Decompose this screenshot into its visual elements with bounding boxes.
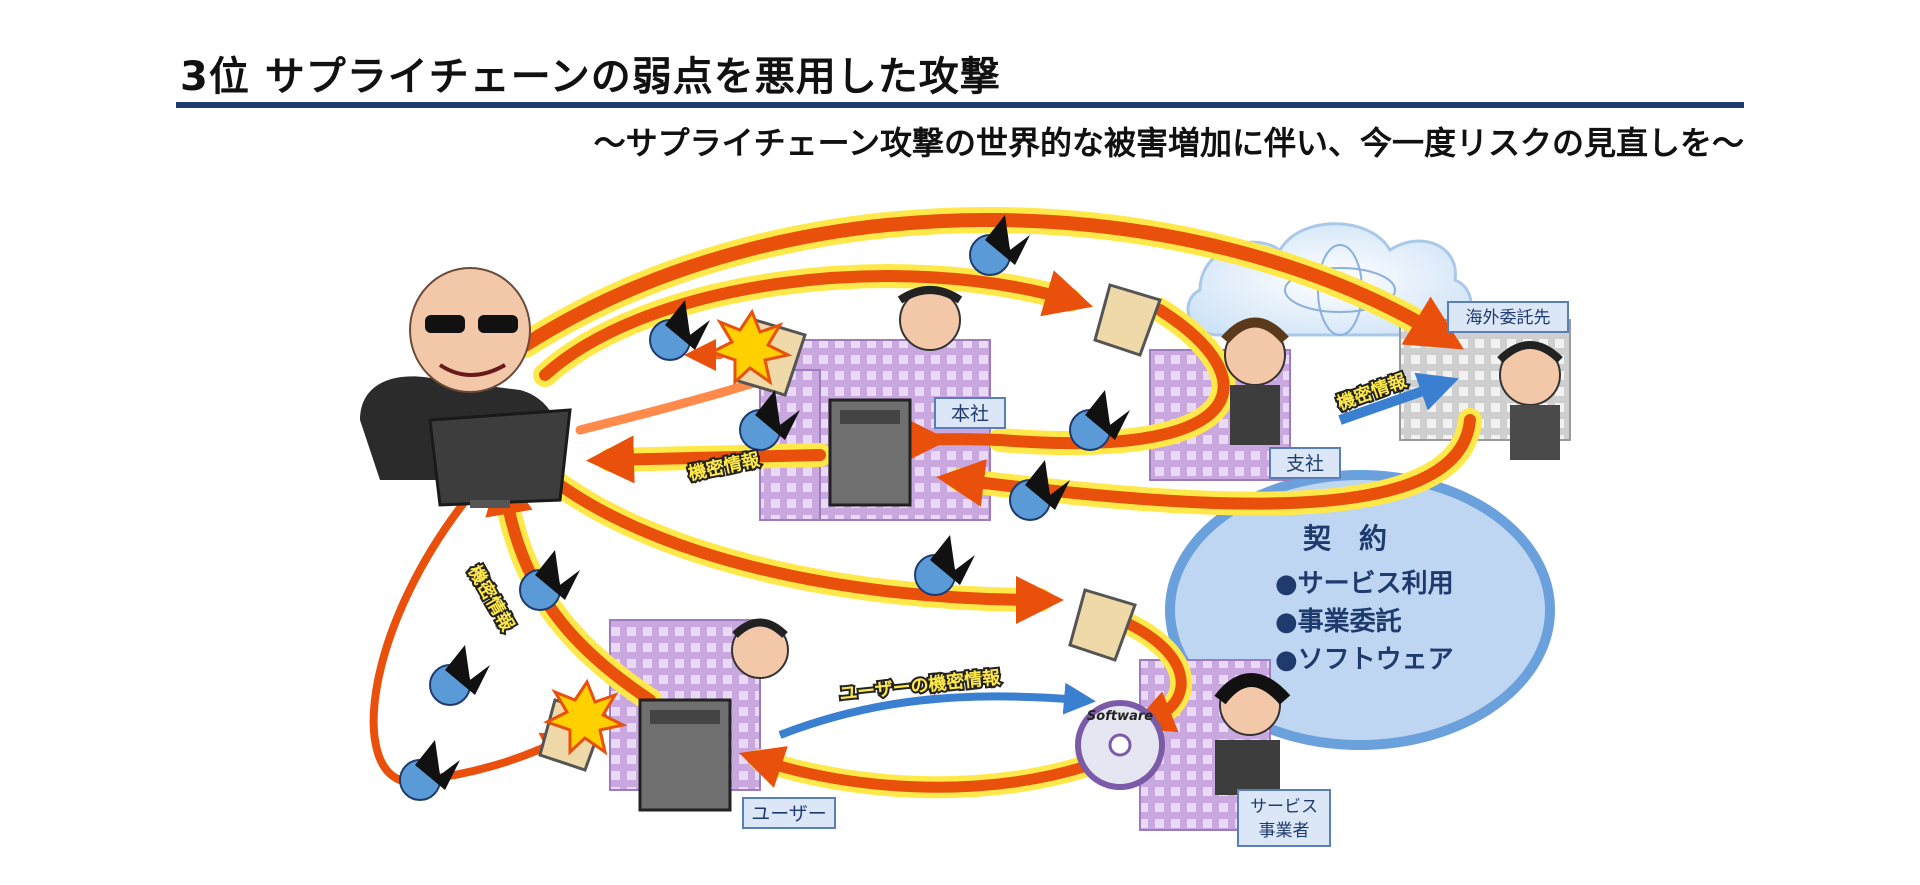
page-title: 3位 サプライチェーンの弱点を悪用した攻撃 <box>180 54 1001 100</box>
label-shisha: 支社 <box>1269 447 1341 479</box>
svg-text:海外委託先: 海外委託先 <box>1466 308 1551 328</box>
svg-text:●ソフトウェア: ●ソフトウェア <box>1275 645 1454 675</box>
svg-text:本社: 本社 <box>951 403 989 425</box>
svg-text:サービス: サービス <box>1250 797 1318 817</box>
label-kaigai: 海外委託先 <box>1447 301 1569 333</box>
label-honsha: 本社 <box>934 397 1006 429</box>
svg-text:契 約: 契 約 <box>1303 522 1387 555</box>
software-disc-icon <box>1075 700 1165 790</box>
svg-text:●事業委託: ●事業委託 <box>1275 606 1402 637</box>
page-subtitle: ～サプライチェーン攻撃の世界的な被害増加に伴い、今一度リスクの見直しを～ <box>593 124 1744 162</box>
contract-text: 契 約 ●サービス利用 ●事業委託 ●ソフトウェア <box>1275 522 1454 675</box>
data-arrows <box>778 372 1459 739</box>
explosion-icons <box>543 308 793 756</box>
title-rule <box>176 102 1744 108</box>
software-label: Software <box>1087 709 1153 724</box>
employee-figures <box>731 286 1563 795</box>
svg-text:●サービス利用: ●サービス利用 <box>1275 569 1454 599</box>
label-service: サービス 事業者 <box>1237 789 1331 847</box>
svg-text:事業者: 事業者 <box>1259 821 1310 841</box>
malware-bat-icons <box>399 215 1130 801</box>
svg-text:支社: 支社 <box>1286 453 1324 475</box>
hacker-figure <box>360 267 572 508</box>
label-user: ユーザー <box>742 797 836 829</box>
svg-text:機密情報: 機密情報 <box>464 562 520 636</box>
svg-text:ユーザー: ユーザー <box>751 803 827 825</box>
server-icon <box>638 398 912 812</box>
svg-text:Software: Software <box>1087 709 1153 724</box>
secret-tag-3: 機密情報 <box>462 560 522 638</box>
